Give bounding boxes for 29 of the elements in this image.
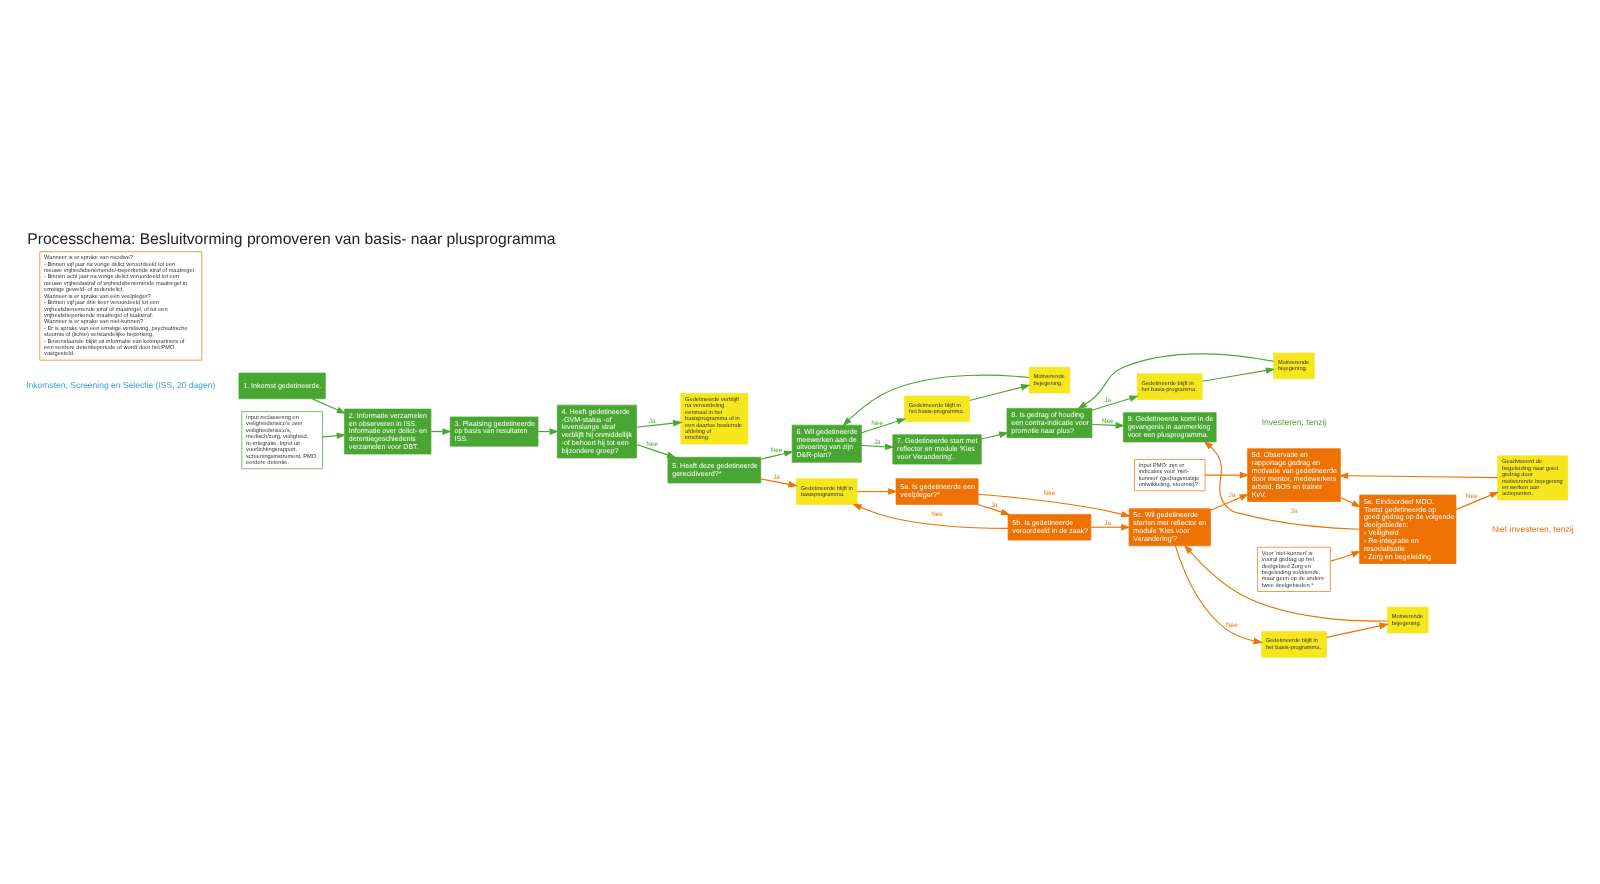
- arrow: [1091, 421, 1125, 428]
- arrow: [1210, 492, 1249, 510]
- arrow: [1338, 471, 1499, 479]
- arrow: [636, 418, 683, 427]
- arrow: [861, 417, 907, 433]
- arrow: [842, 373, 1030, 426]
- arrow: [1091, 394, 1139, 410]
- arrow: [636, 442, 677, 457]
- arrow: [1077, 352, 1274, 409]
- arrow: [977, 502, 1011, 515]
- arrow: [321, 431, 347, 438]
- arrow: [1326, 621, 1389, 637]
- arrow: [1201, 366, 1276, 381]
- arrow: [980, 430, 1009, 439]
- arrow: [1204, 470, 1250, 478]
- arrow: [852, 502, 1009, 528]
- arrow: [1339, 495, 1362, 507]
- arrow: [856, 487, 898, 494]
- arrow: [1203, 440, 1361, 529]
- arrow: [1455, 490, 1500, 510]
- arrow: [760, 477, 798, 487]
- arrow: [861, 442, 895, 450]
- arrow: [760, 449, 794, 459]
- arrow: [1330, 550, 1361, 561]
- arrow: [977, 492, 1131, 517]
- arrow: [311, 397, 347, 413]
- arrow: [969, 383, 1031, 401]
- arrow: [1174, 544, 1263, 644]
- arrow: [1090, 522, 1131, 530]
